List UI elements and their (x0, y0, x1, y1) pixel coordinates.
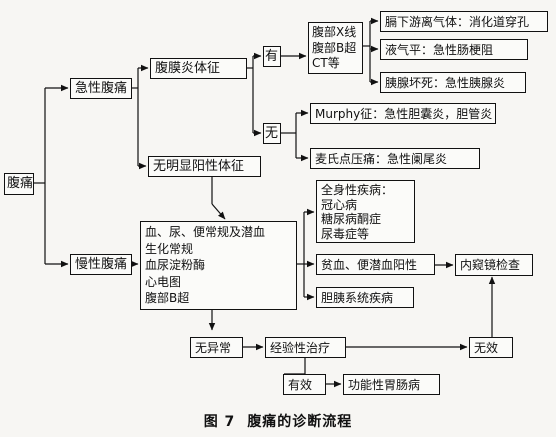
endoscopy-node: 内窥镜检查 (455, 254, 533, 276)
figure-title: 腹痛的诊断流程 (247, 414, 353, 430)
imaging-item: CT等 (312, 56, 340, 70)
systemic-item: 尿毒症等 (321, 226, 370, 241)
free-gas-result: 膈下游离气体：消化道穿孔 (380, 11, 548, 32)
test-item: 血、尿、便常规及潜血 (145, 225, 266, 239)
abdominal-pain-node: 腹痛 (4, 173, 34, 195)
fluid-level-result: 液气平：急性肠梗阻 (380, 39, 528, 60)
no-positive-sign-node: 无明显阳性体征 (148, 156, 261, 177)
test-item: 生化常规 (145, 241, 194, 256)
imaging-node: 腹部X线 腹部B超 CT等 (308, 22, 363, 74)
peritonitis-sign-node: 腹膜炎体征 (150, 58, 247, 79)
imaging-item: 腹部B超 (312, 40, 357, 55)
effective-node: 有效 (283, 374, 326, 395)
functional-gi-node: 功能性胃肠病 (343, 374, 440, 395)
imaging-item: 腹部X线 (312, 25, 357, 39)
systemic-disease-node: 全身性疾病： 冠心病 糖尿病酮症 尿毒症等 (316, 180, 415, 243)
empirical-treatment-node: 经验性治疗 (265, 337, 346, 358)
tests-node: 血、尿、便常规及潜血 生化常规 血尿淀粉酶 心电图 腹部B超 (140, 221, 297, 310)
no-node: 无 (263, 123, 281, 144)
pancreas-biliary-node: 胆胰系统疾病 (316, 287, 414, 308)
chronic-pain-node: 慢性腹痛 (70, 254, 132, 275)
pancreas-necrosis-result: 胰腺坏死：急性胰腺炎 (380, 72, 526, 93)
no-abnormal-node: 无异常 (190, 337, 243, 358)
systemic-item: 冠心病 (321, 197, 358, 212)
test-item: 心电图 (145, 274, 182, 289)
ineffective-node: 无效 (469, 337, 513, 358)
test-item: 腹部B超 (145, 291, 190, 305)
figure-caption: 图 7 腹痛的诊断流程 (0, 411, 556, 431)
systemic-item: 全身性疾病： (321, 183, 394, 197)
mcburney-result: 麦氏点压痛：急性阑尾炎 (310, 148, 480, 169)
yes-node: 有 (263, 46, 281, 67)
systemic-item: 糖尿病酮症 (321, 212, 382, 226)
acute-pain-node: 急性腹痛 (70, 78, 132, 99)
anemia-node: 贫血、便潜血阳性 (316, 254, 435, 275)
figure-number: 图 7 (203, 414, 236, 430)
murphy-result: Murphy征：急性胆囊炎，胆管炎 (310, 103, 496, 124)
test-item: 血尿淀粉酶 (145, 258, 206, 272)
